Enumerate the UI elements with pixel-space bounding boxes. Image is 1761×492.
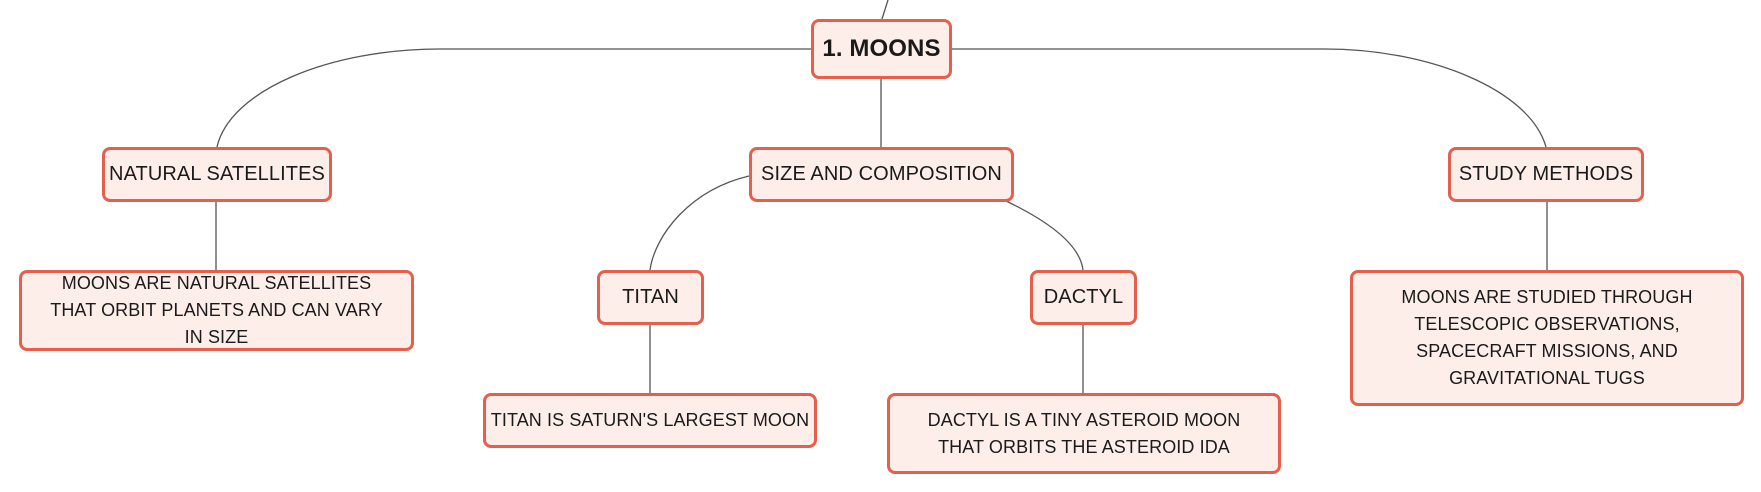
natural-satellites-detail-text: MOONS ARE NATURAL SATELLITES THAT ORBIT …	[50, 273, 383, 347]
natural-satellites-detail-node[interactable]: MOONS ARE NATURAL SATELLITES THAT ORBIT …	[19, 270, 414, 351]
titan-detail-text: TITAN IS SATURN'S LARGEST MOON	[490, 410, 810, 430]
natural-satellites-node[interactable]: NATURAL SATELLITES	[102, 147, 332, 202]
size-and-composition-label: SIZE AND COMPOSITION	[761, 163, 1002, 185]
connector-central-to-study-methods	[952, 48, 1547, 148]
study-methods-detail-node[interactable]: MOONS ARE STUDIED THROUGH TELESCOPIC OBS…	[1350, 270, 1744, 406]
connector-size-to-titan	[649, 175, 750, 271]
natural-satellites-label: NATURAL SATELLITES	[109, 163, 325, 185]
study-methods-node[interactable]: STUDY METHODS	[1448, 147, 1644, 202]
study-methods-label: STUDY METHODS	[1458, 163, 1634, 185]
dactyl-node[interactable]: DACTYL	[1030, 270, 1137, 325]
size-and-composition-node[interactable]: SIZE AND COMPOSITION	[749, 147, 1014, 202]
central-topic-node[interactable]: 1. MOONS	[811, 19, 952, 79]
connector-size-to-dactyl	[1005, 200, 1084, 271]
connector-central-to-natural-satellites	[216, 48, 811, 148]
central-topic-label: 1. MOONS	[822, 35, 941, 62]
titan-detail-node[interactable]: TITAN IS SATURN'S LARGEST MOON	[483, 393, 817, 448]
dactyl-detail-node[interactable]: DACTYL IS A TINY ASTEROID MOON THAT ORBI…	[887, 393, 1281, 474]
titan-node[interactable]: TITAN	[597, 270, 704, 325]
dactyl-label: DACTYL	[1043, 286, 1124, 308]
titan-label: TITAN	[622, 286, 679, 308]
dactyl-detail-text: DACTYL IS A TINY ASTEROID MOON THAT ORBI…	[927, 409, 1241, 457]
study-methods-detail-text: MOONS ARE STUDIED THROUGH TELESCOPIC OBS…	[1401, 287, 1693, 388]
connector-parent-to-central	[881, 0, 889, 20]
